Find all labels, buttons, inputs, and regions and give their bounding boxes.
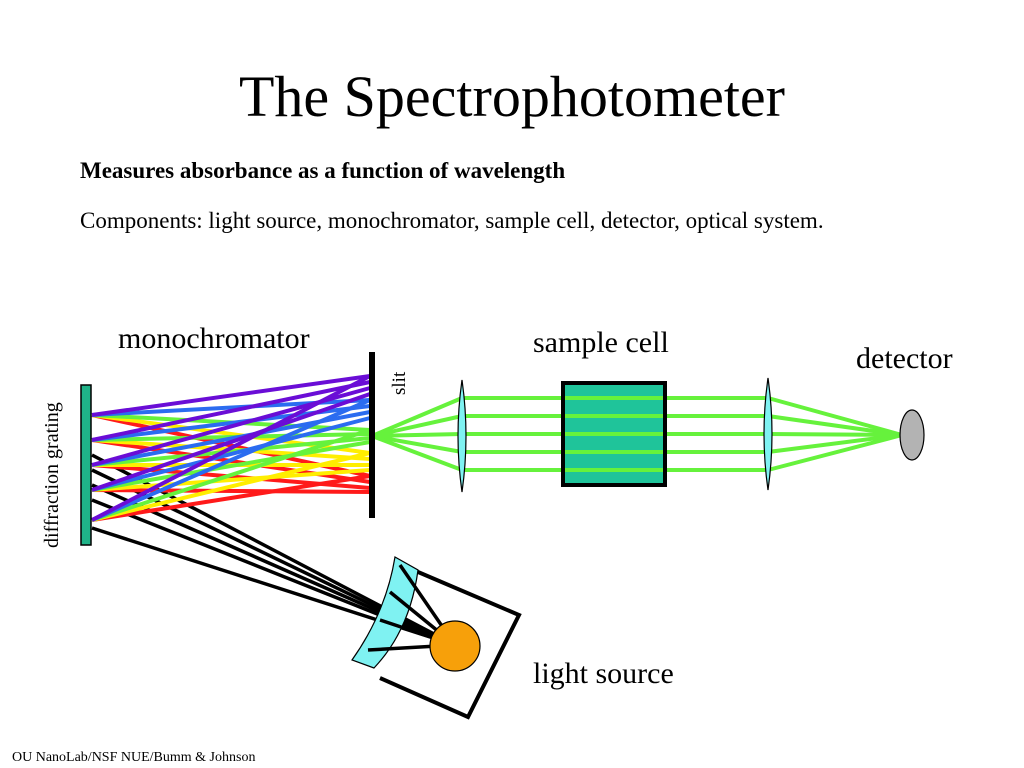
lens-left	[457, 379, 467, 493]
beam-converging	[767, 433, 903, 472]
footer-credit: OU NanoLab/NSF NUE/Bumm & Johnson	[12, 750, 256, 765]
spectrum-ray	[91, 416, 371, 492]
beam-converging	[767, 432, 903, 437]
components-text: Components: light source, monochromator,…	[80, 208, 824, 233]
beam-diverging	[371, 396, 463, 438]
spectrum-ray	[91, 436, 371, 467]
spectrum-ray	[91, 380, 371, 442]
lens-right	[763, 377, 773, 491]
beam-diverging	[371, 434, 463, 454]
beam-diverging	[371, 434, 463, 472]
diffraction-grating	[80, 384, 92, 546]
spectrum-ray	[91, 451, 371, 522]
detector-shape	[899, 409, 925, 461]
lamp-lens	[351, 556, 419, 669]
spectrum-ray	[91, 440, 371, 492]
spectrum-ray	[91, 374, 371, 522]
lamp-bulb	[429, 620, 481, 672]
green-beam	[371, 396, 903, 472]
label-diffraction-grating: diffraction grating	[41, 402, 63, 548]
spectrum-ray	[91, 474, 371, 522]
beam-diverging	[371, 414, 463, 438]
lamp-housing	[379, 567, 522, 720]
label-monochromator: monochromator	[118, 322, 310, 355]
spectrum-ray	[91, 468, 371, 492]
label-detector: detector	[856, 342, 953, 375]
label-light-source: light source	[533, 657, 674, 690]
spectrum-ray	[91, 428, 371, 522]
spectrum-ray	[91, 488, 371, 494]
beam-converging	[767, 414, 903, 437]
dispersed-rays	[91, 374, 371, 522]
slide-title: The Spectrophotometer	[239, 64, 785, 129]
spectrum-ray	[91, 398, 371, 522]
beam-converging	[767, 396, 903, 437]
slide-subtitle: Measures absorbance as a function of wav…	[80, 158, 566, 183]
label-sample-cell: sample cell	[533, 326, 669, 359]
beam-converging	[767, 433, 903, 454]
beam-diverging	[371, 432, 463, 438]
spectrum-ray	[91, 374, 371, 417]
spectrum-ray	[91, 392, 371, 492]
label-slit: slit	[389, 371, 410, 395]
beam-through-cell	[565, 396, 663, 472]
